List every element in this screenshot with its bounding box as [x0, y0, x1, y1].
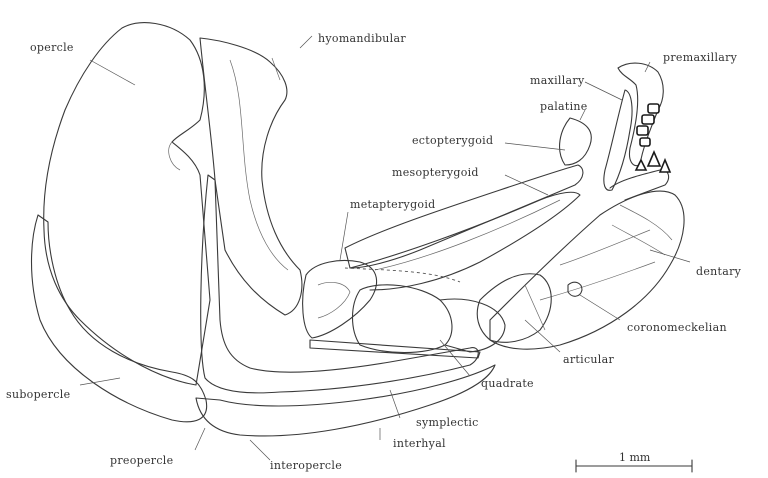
quadrate-bone: [353, 285, 506, 353]
metapterygoid-bone: [303, 261, 377, 338]
label-subopercle: subopercle: [6, 389, 70, 401]
label-dentary: dentary: [696, 266, 741, 278]
label-symplectic: symplectic: [416, 417, 479, 429]
label-metapterygoid: metapterygoid: [350, 199, 436, 211]
label-ectopterygoid: ectopterygoid: [412, 135, 493, 147]
label-quadrate: quadrate: [481, 378, 534, 390]
label-interopercle: interopercle: [270, 460, 342, 472]
label-opercle: opercle: [30, 42, 74, 54]
label-mesopterygoid: mesopterygoid: [392, 167, 479, 179]
teeth: [636, 104, 670, 172]
scale-bar-label: 1 mm: [619, 451, 650, 464]
label-coronomeckelian: coronomeckelian: [627, 322, 727, 334]
label-interhyal: interhyal: [393, 438, 446, 450]
maxillary-bone: [604, 90, 632, 190]
label-preopercle: preopercle: [110, 455, 173, 467]
label-premaxillary: premaxillary: [663, 52, 737, 64]
opercle-bone: [44, 23, 210, 385]
symplectic-bone: [310, 340, 480, 358]
hyomandibular-bone: [200, 38, 302, 315]
label-articular: articular: [563, 354, 614, 366]
articular-bone: [477, 274, 551, 343]
label-maxillary: maxillary: [530, 75, 584, 87]
label-palatine: palatine: [540, 101, 588, 113]
label-hyomandibular: hyomandibular: [318, 33, 406, 45]
